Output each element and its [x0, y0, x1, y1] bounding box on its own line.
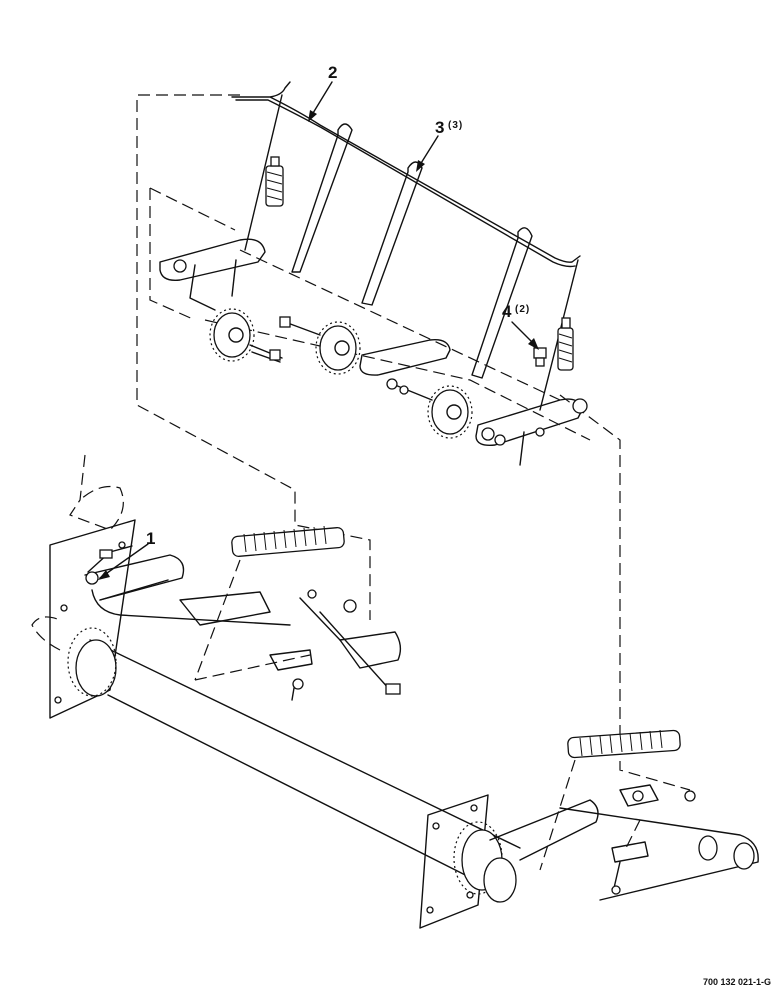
guide-rod — [231, 81, 581, 263]
svg-text:4: 4 — [502, 302, 512, 321]
svg-text:3: 3 — [435, 118, 444, 137]
spring-left-lower — [231, 525, 345, 557]
adjust-nut — [533, 347, 547, 367]
roller-3 — [386, 378, 473, 439]
upper-guide-assembly — [136, 81, 691, 791]
right-mount-plate — [419, 794, 489, 929]
roller-1 — [209, 308, 283, 363]
main-shaft — [89, 639, 521, 896]
left-arm — [159, 238, 266, 281]
u-hanger-2 — [361, 161, 423, 306]
lower-shaft-assembly — [31, 454, 759, 929]
svg-text:(3): (3) — [448, 120, 463, 131]
roller-2 — [279, 316, 361, 375]
callout-1: 1 — [98, 529, 155, 580]
u-hanger-1 — [291, 123, 353, 273]
spring-right-upper — [557, 317, 574, 371]
left-mount-plate — [49, 519, 136, 719]
right-arm-lower — [489, 799, 599, 861]
svg-text:(2): (2) — [515, 304, 530, 315]
clip-item-1 — [85, 545, 133, 585]
svg-text:1: 1 — [146, 529, 155, 548]
spring-right-lower — [567, 729, 681, 759]
right-arm — [475, 398, 583, 446]
callout-2: 2 — [308, 63, 337, 122]
callout-3: 3 (3) — [416, 118, 463, 172]
u-hanger-3 — [471, 227, 533, 379]
spring-left-upper — [265, 156, 284, 207]
middle-arm — [359, 339, 451, 376]
figure-id: 700 132 021-1-G — [703, 977, 771, 987]
callout-4: 4 (2) — [502, 302, 539, 350]
svg-text:2: 2 — [328, 63, 337, 82]
